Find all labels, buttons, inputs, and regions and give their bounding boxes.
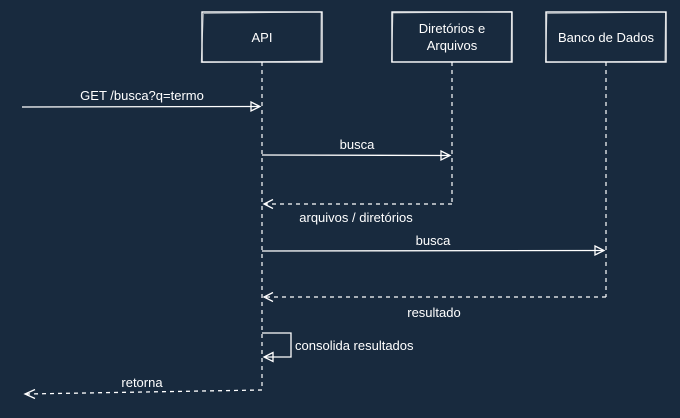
message-db-reply: resultado — [262, 291, 606, 320]
message-search-files-label: busca — [340, 137, 375, 152]
message-files-reply-arrowhead — [262, 198, 274, 210]
message-consolidate-label: consolida resultados — [295, 338, 414, 353]
participant-files-label-line2: Arquivos — [427, 38, 478, 53]
message-request-arrowhead — [250, 100, 262, 113]
message-response: retorna — [23, 375, 263, 400]
message-search-db-line — [261, 249, 604, 252]
message-search-db: busca — [261, 233, 606, 257]
message-request-label: GET /busca?q=termo — [80, 88, 204, 103]
message-response-arrowhead — [23, 388, 36, 400]
message-search-files-arrowhead — [440, 149, 452, 162]
message-request: GET /busca?q=termo — [21, 88, 262, 113]
participant-db-label: Banco de Dados — [558, 30, 655, 45]
participant-files-label-line1: Diretórios e — [419, 21, 485, 36]
participant-files-sketch — [391, 11, 512, 63]
message-consolidate: consolida resultados — [262, 332, 414, 363]
message-search-db-arrowhead — [594, 244, 606, 257]
message-files-reply-label: arquivos / diretórios — [299, 210, 413, 225]
message-db-reply-label: resultado — [407, 305, 460, 320]
message-search-db-label: busca — [416, 233, 451, 248]
participant-api-sketch — [200, 11, 322, 63]
message-search-files-line — [261, 154, 450, 157]
message-files-reply: arquivos / diretórios — [262, 198, 452, 225]
message-db-reply-arrowhead — [262, 291, 274, 303]
message-request-line — [21, 105, 260, 108]
message-consolidate-loop — [262, 332, 292, 358]
participant-db-sketch — [545, 11, 666, 63]
participant-api-label: API — [252, 30, 273, 45]
message-search-files: busca — [261, 137, 452, 162]
message-response-label: retorna — [121, 375, 163, 390]
message-consolidate-arrowhead — [262, 351, 274, 363]
participant-files[interactable]: Diretórios e Arquivos — [391, 11, 513, 63]
